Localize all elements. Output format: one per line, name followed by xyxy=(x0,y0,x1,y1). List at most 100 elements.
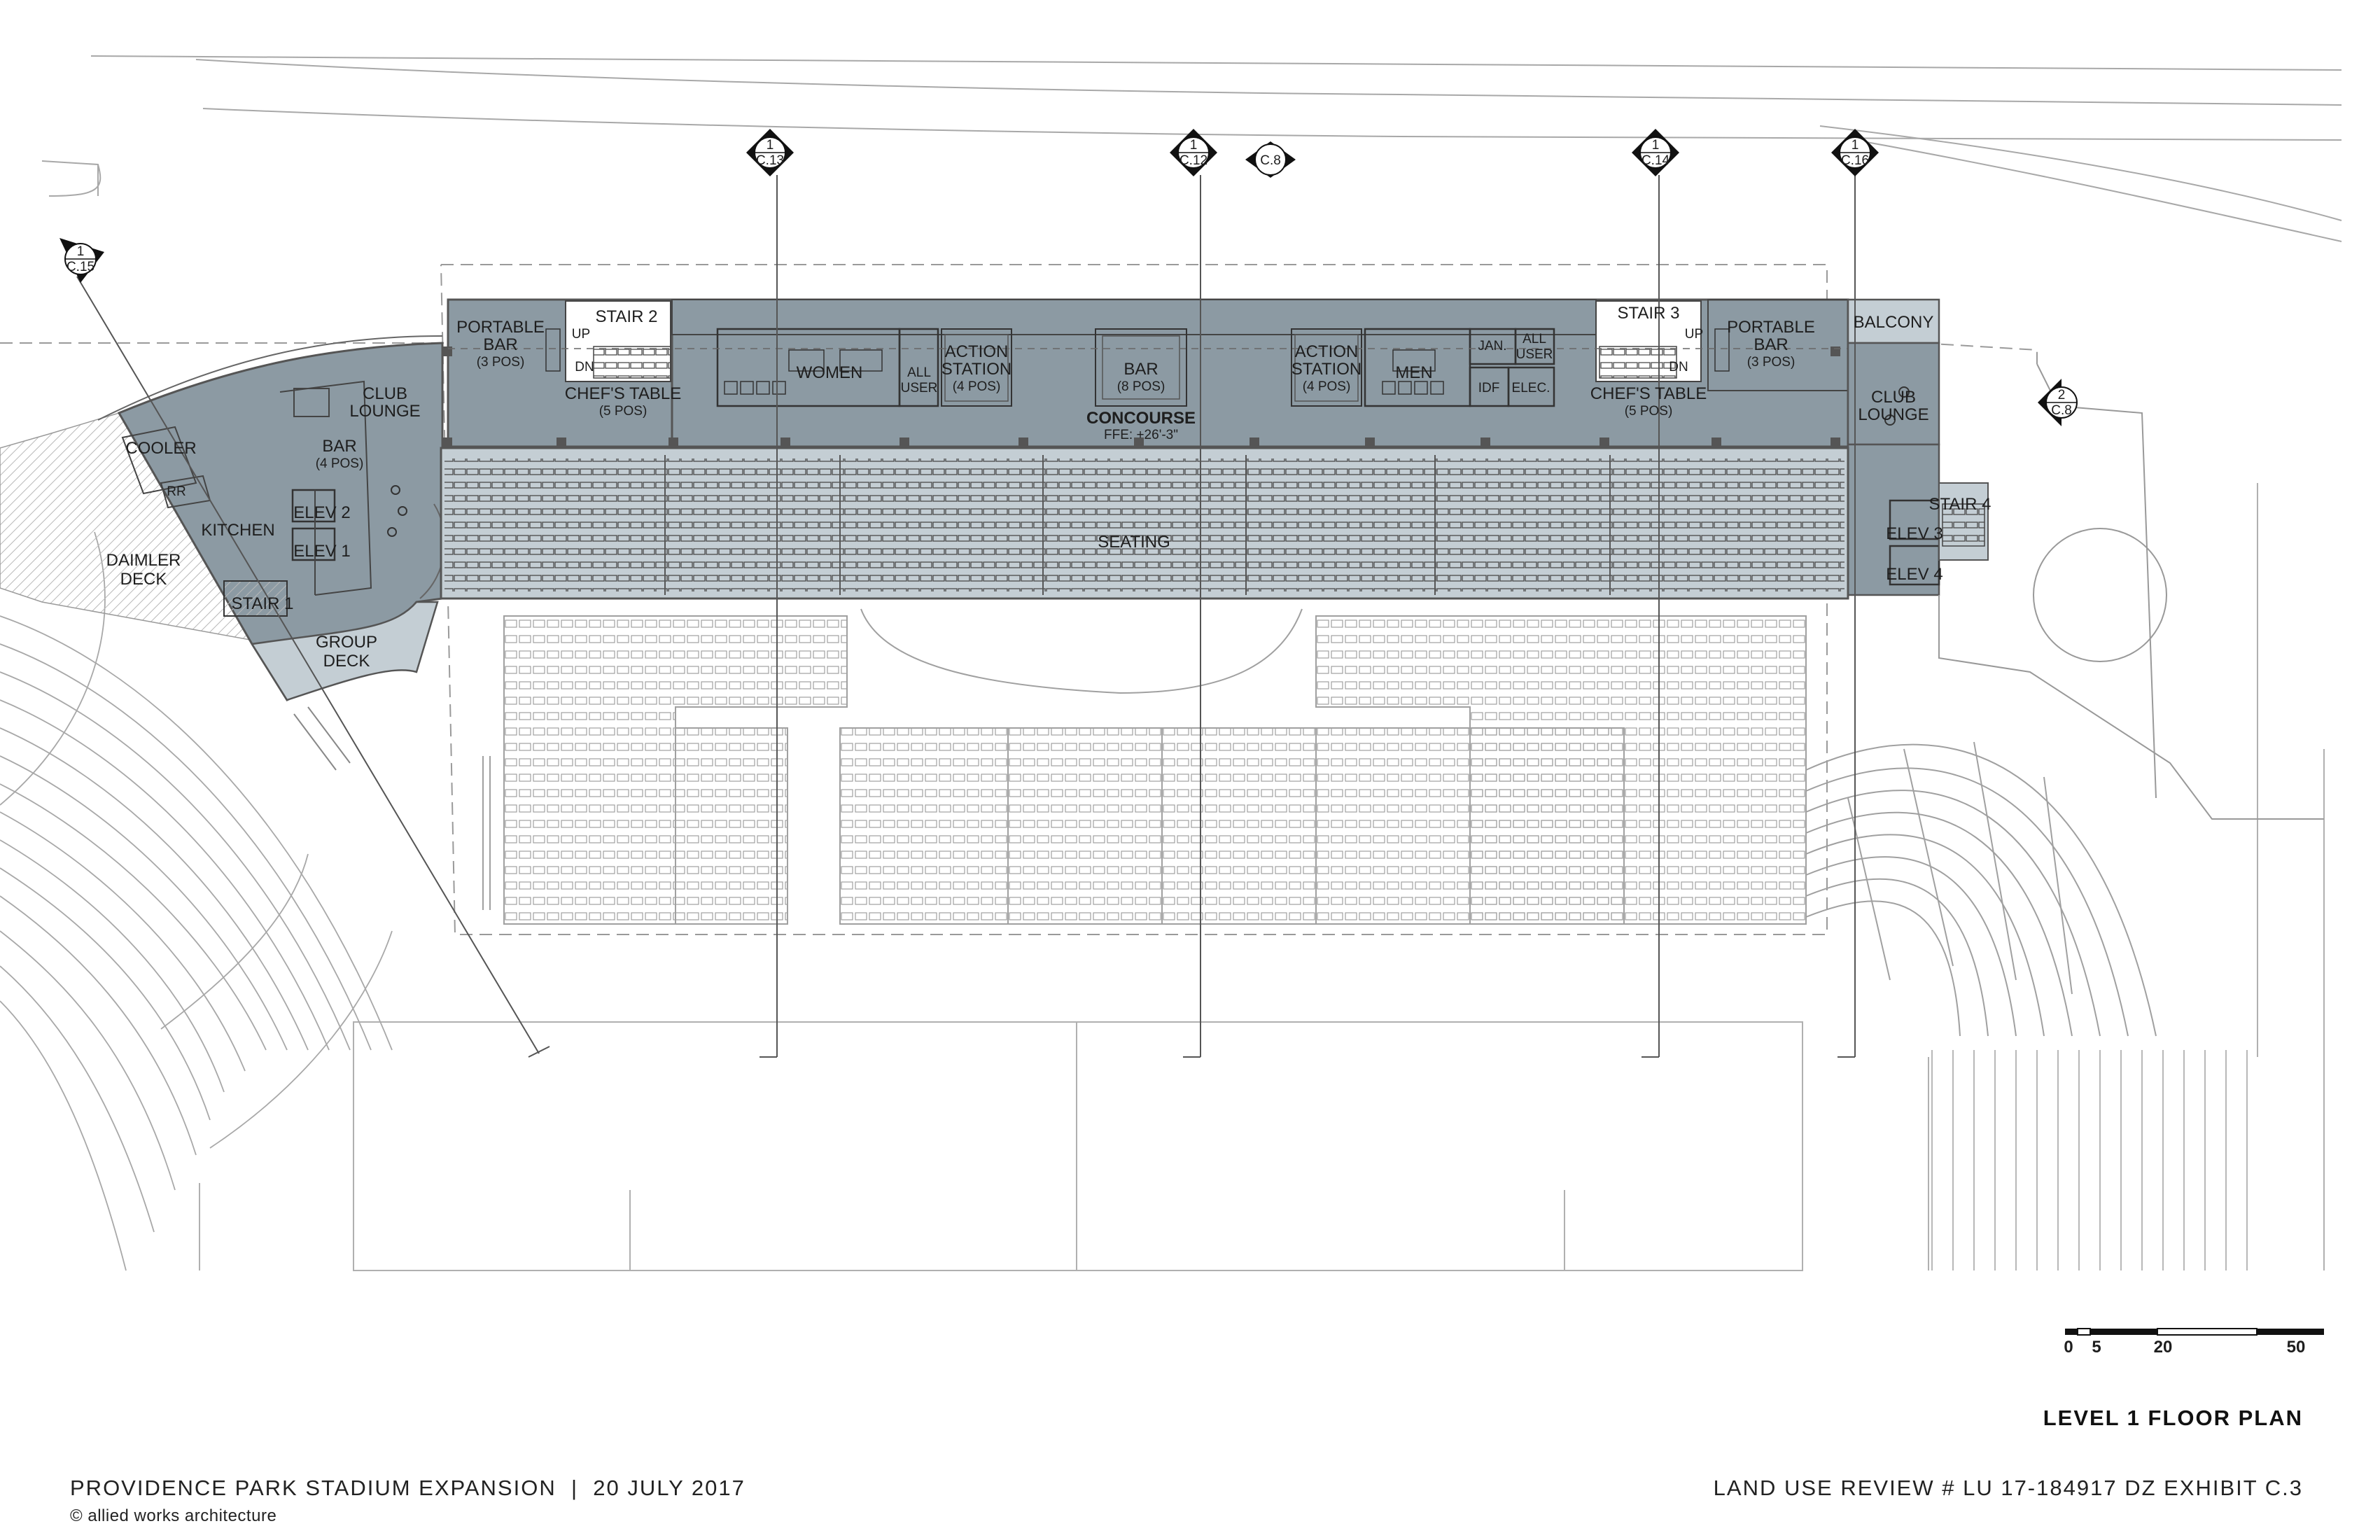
elec-label: ELEC. xyxy=(1512,381,1550,396)
group-deck-label-1: GROUP xyxy=(316,633,377,652)
existing-bowl-left xyxy=(0,531,393,1271)
club-wing-right xyxy=(1847,298,1989,596)
concourse-band xyxy=(442,298,1849,448)
section-marker-c8: C.8 xyxy=(1245,141,1296,178)
curved-seating-right xyxy=(1805,741,2157,1037)
balcony-label: BALCONY xyxy=(1854,313,1934,332)
kitchen-label: KITCHEN xyxy=(201,521,274,540)
action-station-right-label-2: STATION xyxy=(1292,360,1362,379)
section-marker-c15: 1 C.15 xyxy=(59,238,104,283)
seating-label: SEATING xyxy=(1098,533,1170,552)
daimler-deck-label-1: DAIMLER xyxy=(106,551,181,570)
architect-credit: © allied works architecture xyxy=(70,1506,277,1525)
chefs-table-left-label-2: (5 POS) xyxy=(599,404,648,419)
portable-bar-right-label-1: PORTABLE xyxy=(1727,318,1815,337)
svg-text:C.14: C.14 xyxy=(1642,153,1670,168)
club-lounge-left-label-2: LOUNGE xyxy=(349,402,420,421)
portable-bar-right-label-2: BAR xyxy=(1754,335,1788,354)
bar-left-label-2: (4 POS) xyxy=(316,456,364,471)
concourse-label: CONCOURSE xyxy=(1086,409,1196,428)
scale-tick-5: 5 xyxy=(2092,1338,2101,1357)
project-name: PROVIDENCE PARK STADIUM EXPANSION xyxy=(70,1476,556,1500)
upper-seating xyxy=(440,447,1849,600)
all-user-left-label-1: ALL xyxy=(907,365,931,380)
club-lounge-left-label-1: CLUB xyxy=(363,384,407,403)
svg-text:1: 1 xyxy=(1652,138,1660,153)
action-station-left-label-1: ACTION xyxy=(945,342,1009,361)
chefs-table-right-label-2: (5 POS) xyxy=(1625,404,1673,419)
elev-1-label: ELEV 1 xyxy=(293,542,350,561)
action-station-left-label-3: (4 POS) xyxy=(953,379,1001,394)
chefs-table-left-label-1: CHEF'S TABLE xyxy=(565,384,681,403)
all-user-right-label-2: USER xyxy=(1516,347,1553,362)
dashed-property-line xyxy=(0,264,2038,935)
stair-3-up-label: UP xyxy=(1685,327,1703,342)
club-lounge-right-label-1: CLUB xyxy=(1871,388,1916,407)
stair-2-dn-label: DN xyxy=(575,360,594,374)
svg-text:C.8: C.8 xyxy=(2051,403,2072,418)
svg-text:2: 2 xyxy=(2058,388,2066,402)
action-station-right-label-1: ACTION xyxy=(1295,342,1359,361)
stair-3-label: STAIR 3 xyxy=(1618,304,1680,323)
scale-tick-20: 20 xyxy=(2154,1338,2173,1357)
cooler-label: COOLER xyxy=(125,439,196,458)
section-marker-c16: 1 C.16 xyxy=(1831,129,1879,176)
section-marker-c13: 1 C.13 xyxy=(746,129,794,176)
men-label: MEN xyxy=(1395,363,1432,382)
elev-3-label: ELEV 3 xyxy=(1886,524,1942,543)
title-separator: | xyxy=(570,1476,579,1500)
svg-text:C.15: C.15 xyxy=(66,260,94,274)
section-marker-c8-2: 2 C.8 xyxy=(2038,379,2078,426)
svg-text:C.13: C.13 xyxy=(756,153,784,168)
curved-seating-steps xyxy=(1931,1050,2248,1270)
concourse-ffe-label: FFE: +26'-3" xyxy=(1104,428,1178,442)
all-user-left-label-2: USER xyxy=(901,381,938,396)
svg-text:C.16: C.16 xyxy=(1841,153,1869,168)
project-date: 20 JULY 2017 xyxy=(593,1476,746,1500)
portable-bar-left-label-1: PORTABLE xyxy=(456,318,545,337)
group-deck-label-2: DECK xyxy=(323,652,370,671)
land-use-review-number: LAND USE REVIEW # LU 17-184917 DZ EXHIBI… xyxy=(1713,1476,2303,1500)
bar-center-label-1: BAR xyxy=(1124,360,1158,379)
section-marker-c14: 1 C.14 xyxy=(1632,129,1679,176)
bar-center-label-2: (8 POS) xyxy=(1117,379,1166,394)
portable-bar-right-label-3: (3 POS) xyxy=(1747,355,1795,370)
graphic-scale: 0 5 20 50 xyxy=(2064,1328,2324,1357)
action-station-left-label-2: STATION xyxy=(941,360,1011,379)
stair-2-up-label: UP xyxy=(572,327,590,342)
elev-2-label: ELEV 2 xyxy=(293,503,350,522)
svg-text:1: 1 xyxy=(77,244,85,259)
svg-text:1: 1 xyxy=(1851,138,1859,153)
idf-label: IDF xyxy=(1478,381,1500,396)
stair-1-label: STAIR 1 xyxy=(232,594,294,613)
stair-3-dn-label: DN xyxy=(1669,360,1688,374)
pitch-lines xyxy=(199,483,2325,1271)
section-cut-lines xyxy=(76,175,1856,1058)
plan-title: LEVEL 1 FLOOR PLAN xyxy=(2043,1406,2303,1430)
portable-bar-left-label-3: (3 POS) xyxy=(477,355,525,370)
section-marker-c12: 1 C.12 xyxy=(1170,129,1217,176)
svg-text:1: 1 xyxy=(766,138,774,153)
scale-tick-0: 0 xyxy=(2064,1338,2073,1357)
stair-4-label: STAIR 4 xyxy=(1929,495,1991,514)
rr-label: RR xyxy=(167,484,186,499)
action-station-right-label-3: (4 POS) xyxy=(1303,379,1351,394)
all-user-right-label-1: ALL xyxy=(1522,332,1546,346)
svg-text:1: 1 xyxy=(1190,138,1198,153)
elev-4-label: ELEV 4 xyxy=(1886,565,1942,584)
club-lounge-right-label-2: LOUNGE xyxy=(1858,405,1928,424)
women-label: WOMEN xyxy=(797,363,863,382)
svg-text:C.12: C.12 xyxy=(1180,153,1208,168)
room-labels: PORTABLE BAR (3 POS) STAIR 2 UP DN CHEF'… xyxy=(106,304,1991,671)
club-wing-left xyxy=(97,335,446,771)
portable-bar-left-label-2: BAR xyxy=(483,335,517,354)
lower-seating xyxy=(482,608,1807,925)
project-title-line: PROVIDENCE PARK STADIUM EXPANSION | 20 J… xyxy=(70,1476,746,1501)
stair-2-label: STAIR 2 xyxy=(596,307,658,326)
chefs-table-right-label-1: CHEF'S TABLE xyxy=(1590,384,1707,403)
jan-label: JAN. xyxy=(1478,339,1506,354)
bar-left-label-1: BAR xyxy=(322,437,356,456)
scale-tick-50: 50 xyxy=(2287,1338,2306,1357)
plaza-right xyxy=(1938,363,2324,820)
